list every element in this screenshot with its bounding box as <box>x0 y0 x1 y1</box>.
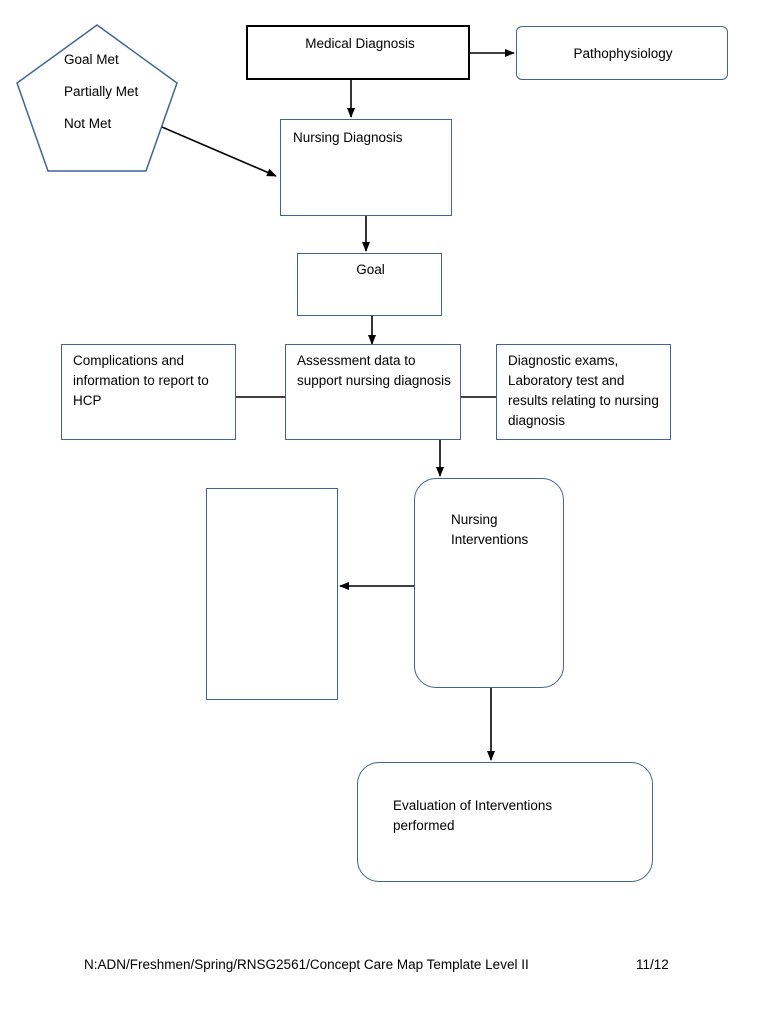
legend-labels: Goal Met Partially Met Not Met <box>64 50 154 166</box>
footer: N:ADN/Freshmen/Spring/RNSG2561/Concept C… <box>84 957 669 972</box>
node-pathophysiology[interactable]: Pathophysiology <box>516 26 728 80</box>
node-evaluation[interactable]: Evaluation of Interventions performed <box>357 762 653 882</box>
footer-path: N:ADN/Freshmen/Spring/RNSG2561/Concept C… <box>84 957 529 972</box>
legend-pentagon[interactable]: Goal Met Partially Met Not Met <box>14 22 180 174</box>
node-nursing-interventions-label: Nursing Interventions <box>451 512 529 547</box>
node-diagnostic-exams[interactable]: Diagnostic exams, Laboratory test and re… <box>496 344 671 440</box>
node-blank-box[interactable] <box>206 488 338 700</box>
node-complications-label: Complications and information to report … <box>73 353 213 408</box>
node-goal-label: Goal <box>356 262 385 277</box>
node-pathophysiology-label: Pathophysiology <box>573 46 673 61</box>
pentagon-shape <box>16 24 178 172</box>
node-nursing-diagnosis-label: Nursing Diagnosis <box>293 130 403 145</box>
node-assessment-data-label: Assessment data to support nursing diagn… <box>297 353 451 388</box>
node-nursing-diagnosis[interactable]: Nursing Diagnosis <box>280 119 452 216</box>
node-nursing-interventions[interactable]: Nursing Interventions <box>414 478 564 688</box>
legend-item-goal-met: Goal Met <box>64 52 119 67</box>
footer-page-number: 11/12 <box>636 957 669 972</box>
node-complications[interactable]: Complications and information to report … <box>61 344 236 440</box>
node-goal[interactable]: Goal <box>297 253 442 316</box>
node-medical-diagnosis[interactable]: Medical Diagnosis <box>246 25 470 80</box>
node-diagnostic-exams-label: Diagnostic exams, Laboratory test and re… <box>508 353 663 428</box>
legend-item-partially-met: Partially Met <box>64 84 139 99</box>
node-evaluation-label: Evaluation of Interventions performed <box>393 798 556 833</box>
node-medical-diagnosis-label: Medical Diagnosis <box>305 36 415 51</box>
node-assessment-data[interactable]: Assessment data to support nursing diagn… <box>285 344 461 440</box>
legend-item-not-met: Not Met <box>64 116 112 131</box>
